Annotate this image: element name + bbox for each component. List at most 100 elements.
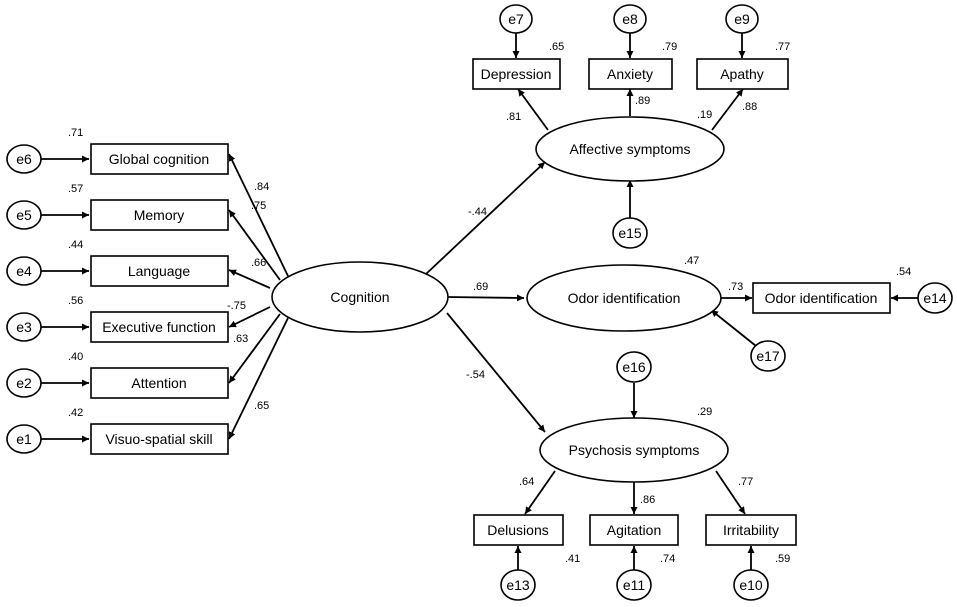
error-e13-label: e13 bbox=[506, 577, 530, 593]
error-e8-label: e8 bbox=[622, 11, 638, 27]
edge-affective-depression bbox=[517, 88, 549, 131]
latent-odor: Odor identification bbox=[526, 264, 722, 332]
loading-executive-function: -.75 bbox=[227, 300, 246, 312]
latent-psychosis-label: Psychosis symptoms bbox=[569, 442, 700, 458]
loading-anxiety: .89 bbox=[635, 95, 650, 107]
edge-cognition-visuo-spatial bbox=[228, 317, 289, 440]
loading-visuo-spatial: .65 bbox=[254, 400, 269, 412]
loading-odor-measure: .73 bbox=[728, 281, 743, 293]
indicator-executive-function: Executive function bbox=[90, 311, 229, 343]
r-squared-labels: .71 .57 .44 .56 .40 .42 .65 .79 .77 .47 … bbox=[68, 41, 911, 565]
error-e17: e17 bbox=[750, 340, 786, 372]
edge-cognition-attention bbox=[228, 313, 281, 384]
error-e1-label: e1 bbox=[16, 431, 32, 447]
loading-memory: .75 bbox=[251, 200, 266, 212]
loading-agitation: .86 bbox=[640, 494, 655, 506]
error-e11-label: e11 bbox=[623, 577, 646, 593]
error-e2-label: e2 bbox=[16, 375, 32, 391]
r2-delusions: .41 bbox=[565, 553, 580, 565]
indicator-anxiety: Anxiety bbox=[588, 58, 673, 90]
r2-executive-function: .56 bbox=[68, 295, 83, 307]
error-e7-label: e7 bbox=[508, 11, 524, 27]
path-cognition-odor: .69 bbox=[473, 281, 488, 293]
path-labels: -.44 .69 -.54 bbox=[466, 206, 488, 381]
loading-apathy-a: .19 bbox=[697, 109, 712, 121]
indicator-language: Language bbox=[90, 255, 229, 287]
error-e5: e5 bbox=[6, 200, 42, 230]
indicator-depression: Depression bbox=[472, 58, 561, 90]
indicator-apathy-label: Apathy bbox=[720, 66, 764, 82]
indicator-visuo-spatial: Visuo-spatial skill bbox=[90, 423, 229, 455]
error-e3-label: e3 bbox=[16, 319, 32, 335]
loading-attention: .63 bbox=[233, 333, 248, 345]
r2-memory: .57 bbox=[68, 183, 83, 195]
indicator-visuo-spatial-label: Visuo-spatial skill bbox=[105, 431, 212, 447]
error-e14-label: e14 bbox=[923, 290, 947, 306]
error-e14: e14 bbox=[917, 282, 953, 314]
edge-e17-odor bbox=[710, 309, 757, 347]
edge-psychosis-delusions bbox=[524, 470, 556, 515]
r2-odor-measure: .54 bbox=[896, 266, 911, 278]
error-e6: e6 bbox=[6, 144, 42, 174]
path-cognition-psychosis: -.54 bbox=[466, 369, 485, 381]
error-e15-label: e15 bbox=[618, 225, 642, 241]
edge-psychosis-irritability bbox=[715, 470, 746, 515]
indicator-memory: Memory bbox=[90, 199, 229, 231]
r2-irritability: .59 bbox=[775, 553, 790, 565]
edge-cognition-memory bbox=[228, 209, 281, 281]
indicator-language-label: Language bbox=[128, 263, 191, 279]
loading-apathy-b: .88 bbox=[742, 101, 757, 113]
edge-cognition-psychosis bbox=[446, 312, 546, 433]
indicator-attention: Attention bbox=[90, 367, 229, 399]
r2-depression: .65 bbox=[549, 41, 564, 53]
indicator-anxiety-label: Anxiety bbox=[607, 66, 653, 82]
error-e17-label: e17 bbox=[756, 348, 780, 364]
indicator-irritability: Irritability bbox=[705, 514, 797, 546]
latent-affective: Affective symptoms bbox=[535, 116, 725, 182]
error-e4-label: e4 bbox=[16, 263, 32, 279]
indicators: Global cognition Memory Language Executi… bbox=[90, 58, 891, 546]
r2-agitation: .74 bbox=[660, 553, 675, 565]
r2-language: .44 bbox=[68, 239, 83, 251]
edge-cognition-executive-function bbox=[228, 306, 271, 328]
error-e15: e15 bbox=[612, 217, 648, 249]
latent-affective-label: Affective symptoms bbox=[569, 141, 690, 157]
error-e10: e10 bbox=[733, 569, 769, 601]
r2-anxiety: .79 bbox=[662, 41, 677, 53]
edges bbox=[40, 33, 918, 570]
latent-cognition: Cognition bbox=[271, 261, 449, 333]
latent-odor-label: Odor identification bbox=[568, 290, 681, 306]
path-cognition-affective: -.44 bbox=[468, 206, 487, 218]
indicator-irritability-label: Irritability bbox=[723, 522, 779, 538]
loading-language: .66 bbox=[251, 257, 266, 269]
indicator-agitation-label: Agitation bbox=[607, 522, 661, 538]
error-e16-label: e16 bbox=[622, 359, 646, 375]
error-e2: e2 bbox=[6, 368, 42, 398]
indicator-odor-measure-label: Odor identification bbox=[765, 290, 878, 306]
error-e5-label: e5 bbox=[16, 207, 32, 223]
error-e1: e1 bbox=[6, 424, 42, 454]
latent-variables: Cognition Affective symptoms Odor identi… bbox=[271, 116, 729, 483]
edge-affective-apathy bbox=[711, 88, 744, 131]
indicator-memory-label: Memory bbox=[134, 207, 185, 223]
loading-global-cognition: .84 bbox=[254, 181, 269, 193]
error-e3: e3 bbox=[6, 312, 42, 342]
error-e8: e8 bbox=[613, 4, 647, 34]
r2-apathy: .77 bbox=[775, 41, 790, 53]
indicator-depression-label: Depression bbox=[481, 66, 552, 82]
indicator-delusions: Delusions bbox=[473, 514, 564, 546]
indicator-delusions-label: Delusions bbox=[487, 522, 548, 538]
error-e9-label: e9 bbox=[734, 11, 750, 27]
error-e6-label: e6 bbox=[16, 151, 32, 167]
error-e13: e13 bbox=[500, 569, 536, 601]
indicator-executive-function-label: Executive function bbox=[102, 319, 216, 335]
error-terms: e6 e5 e4 e3 e2 e1 e7 e8 e9 e15 e14 e17 e… bbox=[6, 4, 953, 601]
r2-global-cognition: .71 bbox=[68, 127, 83, 139]
error-e7: e7 bbox=[499, 4, 533, 34]
r2-attention: .40 bbox=[68, 351, 83, 363]
edge-cognition-odor bbox=[446, 294, 525, 302]
edge-cognition-affective bbox=[425, 161, 546, 275]
indicator-global-cognition-label: Global cognition bbox=[109, 151, 209, 167]
r2-odor-latent: .47 bbox=[684, 255, 699, 267]
